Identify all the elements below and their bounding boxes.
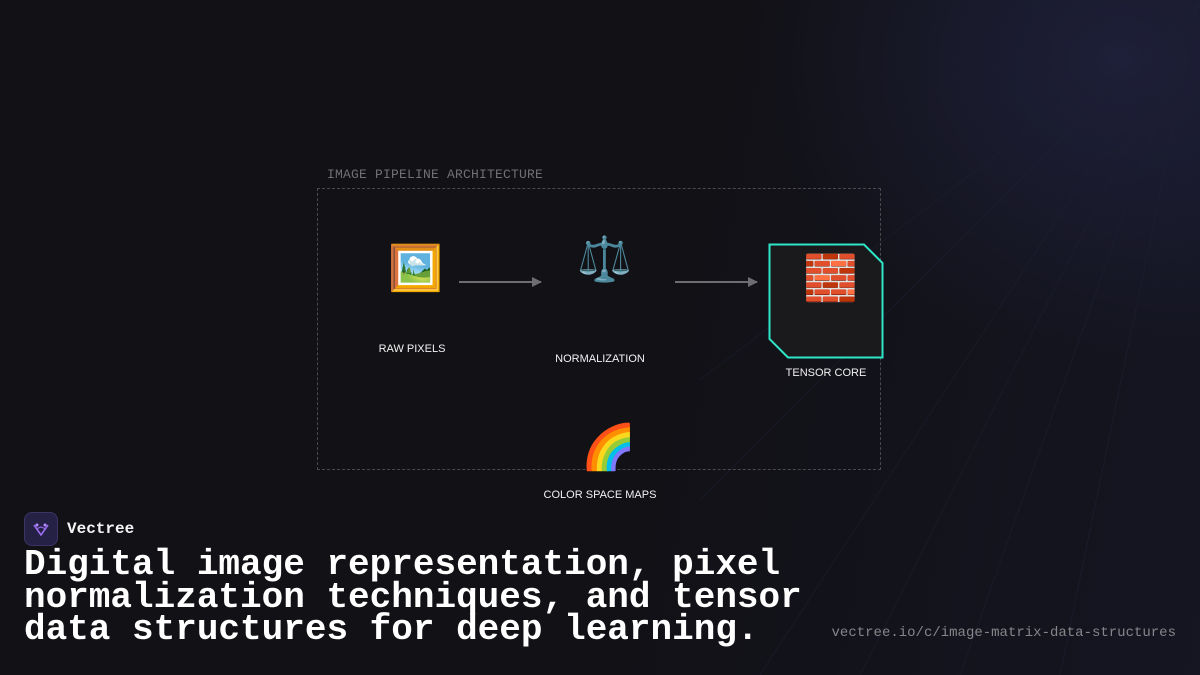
rainbow-icon: 🌈 [581, 422, 636, 473]
node-label-tensor-core: TENSOR CORE [785, 367, 867, 379]
node-label-normalization: NORMALIZATION [555, 353, 645, 365]
brick-icon: 🧱 [803, 253, 858, 304]
headline: Digital image representation, pixel norm… [24, 544, 802, 650]
vectree-logo-icon [24, 512, 58, 546]
tensor-core-box [768, 243, 884, 359]
page-url[interactable]: vectree.io/c/image-matrix-data-structure… [831, 625, 1176, 641]
brand: Vectree [24, 512, 134, 546]
brand-name: Vectree [67, 520, 135, 538]
framed-picture-icon: 🖼️ [388, 243, 443, 294]
balance-scale-icon: ⚖️ [577, 234, 632, 285]
diagram-title: IMAGE PIPELINE ARCHITECTURE [327, 167, 544, 182]
node-label-color-space-maps: COLOR SPACE MAPS [543, 489, 657, 501]
node-label-raw-pixels: RAW PIXELS [378, 343, 446, 355]
